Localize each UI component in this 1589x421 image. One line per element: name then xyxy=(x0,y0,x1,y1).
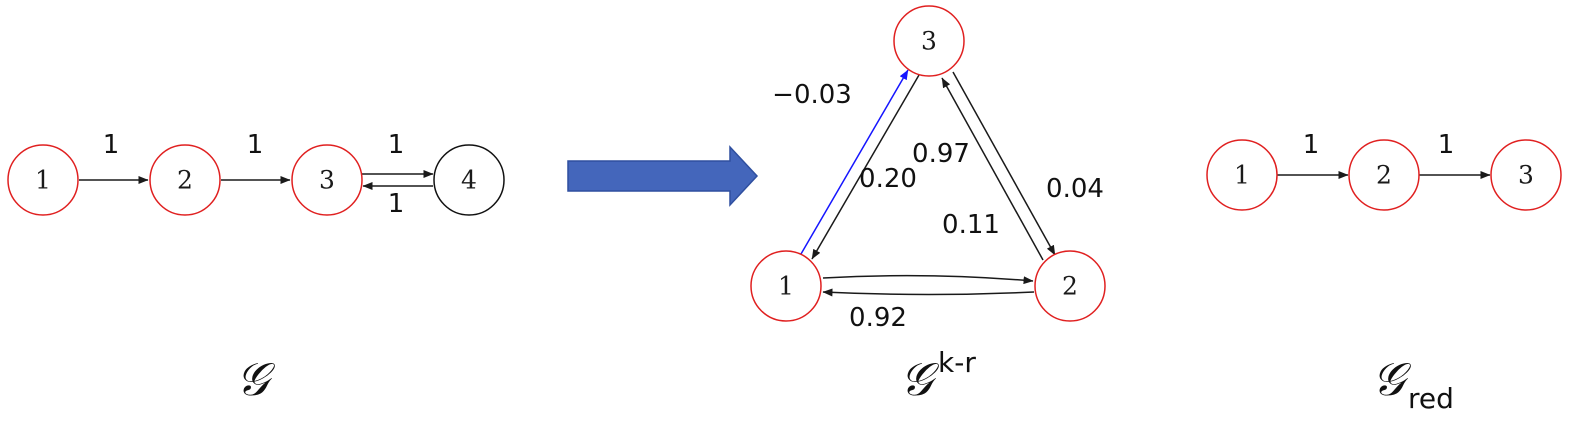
node-red-3: 3 xyxy=(1490,139,1562,211)
edge-kr-2-1 xyxy=(822,288,1035,297)
edge-label-g-3-4: 1 xyxy=(388,130,405,160)
edge-kr-3-1 xyxy=(811,74,920,260)
node-g-1: 1 xyxy=(7,144,79,216)
node-label: 3 xyxy=(1518,161,1534,190)
caption-kr-sup: k-r xyxy=(938,346,976,379)
edge-label-kr-3-2: 0.04 xyxy=(1046,174,1104,204)
node-g-4: 4 xyxy=(433,144,505,216)
edge-label-red-2-3: 1 xyxy=(1438,130,1455,160)
caption-kr: 𝒢 xyxy=(900,352,940,406)
node-kr-3: 3 xyxy=(893,5,965,77)
node-label: 1 xyxy=(35,166,51,195)
node-kr-1: 1 xyxy=(750,250,822,322)
edge-label-kr-2-3: 0.97 xyxy=(912,139,970,169)
transform-arrow xyxy=(567,145,759,207)
edge-label-g-4-3: 1 xyxy=(388,189,405,219)
node-label: 4 xyxy=(461,166,477,195)
node-red-1: 1 xyxy=(1206,139,1278,211)
edge-label-kr-2-1: 0.92 xyxy=(849,303,907,333)
graph-kr: −0.03 0.20 0.97 0.04 0.11 0.92 3 1 2 𝒢 k… xyxy=(750,5,1106,406)
edge-kr-1-3 xyxy=(800,69,909,255)
node-label: 3 xyxy=(921,27,937,56)
block-arrow-icon xyxy=(567,145,759,207)
node-label: 1 xyxy=(1234,161,1250,190)
edge-label-g-1-2: 1 xyxy=(103,130,120,160)
node-label: 2 xyxy=(1062,272,1078,301)
caption-red: 𝒢 xyxy=(1372,352,1412,406)
edge-label-kr-1-2: 0.11 xyxy=(942,210,1000,240)
edge-label-g-2-3: 1 xyxy=(247,130,264,160)
node-label: 2 xyxy=(1376,161,1392,190)
caption-kr-main: 𝒢 xyxy=(900,352,940,406)
edge-label-kr-3-1: 0.20 xyxy=(859,164,917,194)
caption-red-sub: red xyxy=(1408,382,1454,415)
node-label: 3 xyxy=(319,166,335,195)
graph-g: 1 1 1 1 1 2 3 4 𝒢 xyxy=(7,130,505,406)
node-kr-2: 2 xyxy=(1034,250,1106,322)
node-red-2: 2 xyxy=(1348,139,1420,211)
edge-label-red-1-2: 1 xyxy=(1303,130,1320,160)
edge-kr-1-2 xyxy=(822,274,1034,285)
caption-g: 𝒢 xyxy=(236,352,276,406)
edge-label-kr-1-3: −0.03 xyxy=(772,80,852,110)
graph-red: 1 1 1 2 3 𝒢 red xyxy=(1206,130,1562,415)
node-g-2: 2 xyxy=(149,144,221,216)
node-label: 1 xyxy=(778,272,794,301)
node-g-3: 3 xyxy=(291,144,363,216)
node-label: 2 xyxy=(177,166,193,195)
edge-kr-3-2 xyxy=(952,71,1056,256)
edge-kr-2-3 xyxy=(941,77,1044,261)
